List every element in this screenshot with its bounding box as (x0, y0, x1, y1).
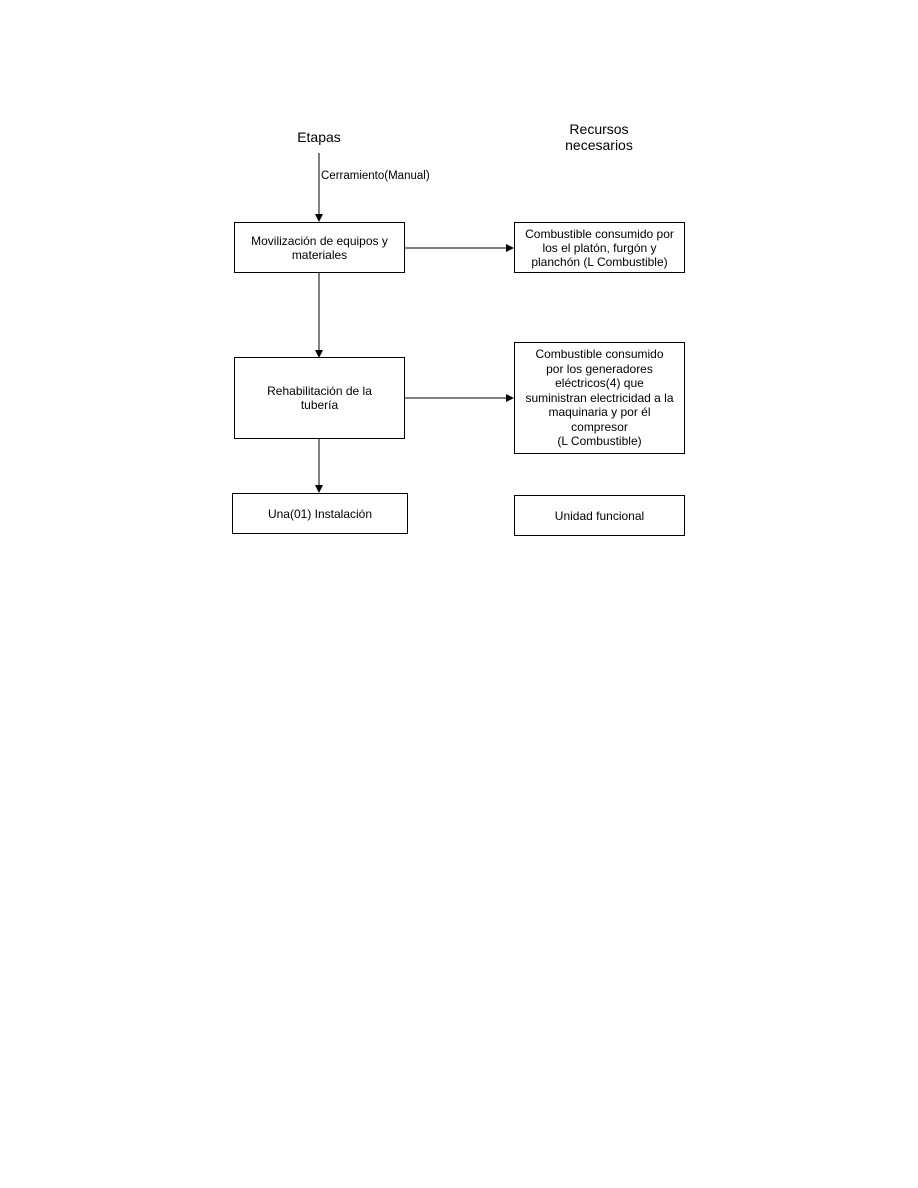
stage-movilizacion-box: Movilización de equipos y materiales (234, 222, 405, 273)
stage-rehabilitacion-box: Rehabilitación de la tubería (234, 357, 405, 439)
functional-unit-box: Unidad funcional (514, 495, 685, 536)
stages-header: Etapas (297, 129, 341, 145)
stage-instalacion-box: Una(01) Instalación (232, 493, 408, 534)
resource-movilizacion-box: Combustible consumido por los el platón,… (514, 222, 685, 273)
resource-rehabilitacion-box: Combustible consumido por los generadore… (514, 342, 685, 454)
edge-label-cerramiento: Cerramiento(Manual) (321, 170, 430, 182)
resources-header: Recursos necesarios (565, 121, 633, 153)
